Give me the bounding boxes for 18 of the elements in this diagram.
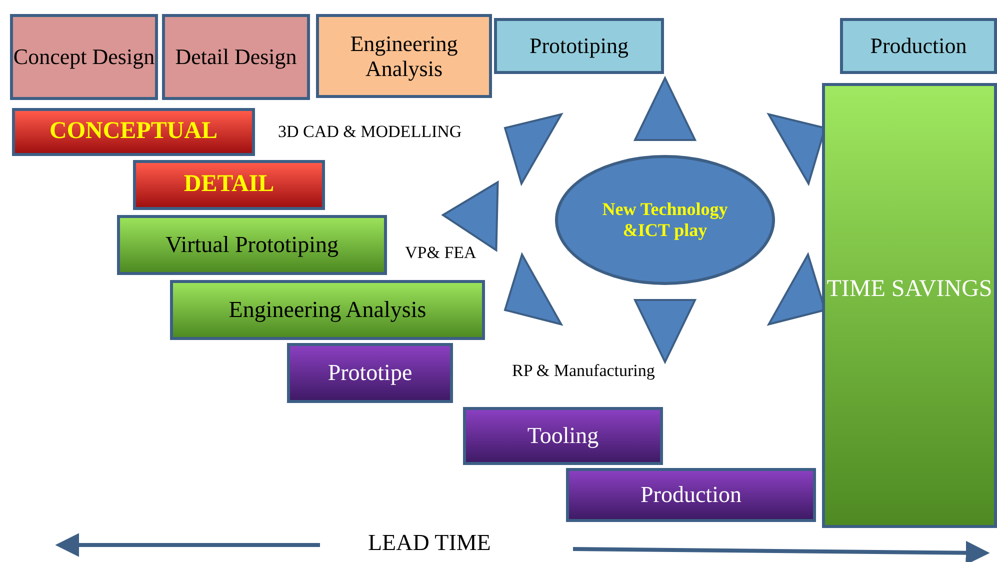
- phase-box: Engineering Analysis: [316, 14, 492, 98]
- time-savings-bar: TIME SAVINGS: [822, 83, 997, 528]
- process-label: 3D CAD & MODELLING: [278, 122, 462, 142]
- phase-box: Production: [840, 18, 997, 74]
- stage-bar: DETAIL: [133, 160, 325, 210]
- technology-ellipse: New Technology &ICT play: [555, 155, 775, 285]
- axis-label: LEAD TIME: [368, 530, 491, 556]
- phase-box: Prototiping: [494, 18, 664, 74]
- stage-bar: Virtual Prototiping: [117, 215, 387, 275]
- process-label: VP& FEA: [405, 243, 476, 263]
- stage-bar: Production: [566, 468, 816, 522]
- stage-bar: Prototipe: [287, 343, 453, 403]
- process-label: RP & Manufacturing: [512, 361, 655, 381]
- phase-box: Concept Design: [10, 14, 158, 100]
- stage-bar: CONCEPTUAL: [12, 108, 255, 156]
- stage-bar: Tooling: [463, 407, 663, 465]
- stage-bar: Engineering Analysis: [170, 280, 485, 340]
- phase-box: Detail Design: [162, 14, 310, 100]
